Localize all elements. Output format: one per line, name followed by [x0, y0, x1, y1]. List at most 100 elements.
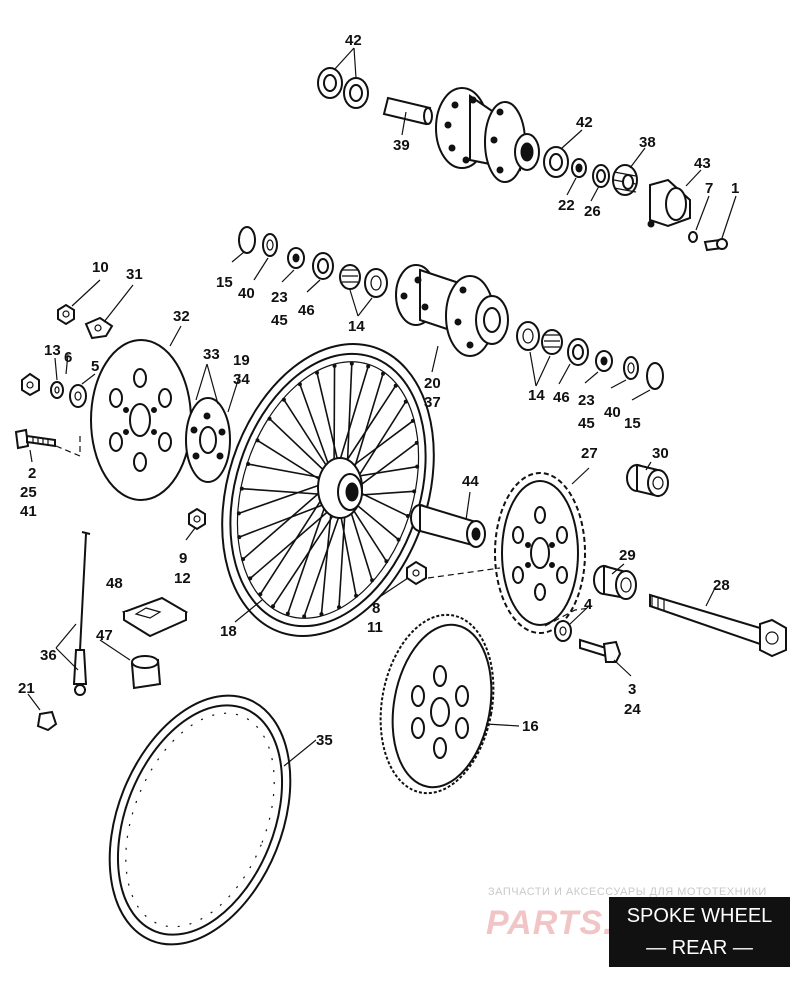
- diagram-title-box: SPOKE WHEEL — REAR —: [609, 897, 790, 967]
- bolt-3: [579, 638, 622, 663]
- callout-23b: 23: [578, 392, 595, 409]
- bearing-42-right: [343, 77, 369, 109]
- washer-7: [688, 231, 698, 243]
- bearing-46-right: [567, 338, 589, 366]
- callout-35: 35: [316, 732, 333, 749]
- callout-13: 13: [44, 342, 61, 359]
- spoke-nipple: [412, 489, 417, 494]
- callout-14b: 14: [528, 387, 545, 404]
- callout-41: 41: [20, 503, 37, 520]
- nut-13: [21, 372, 40, 397]
- valve-cap-21: [36, 710, 58, 732]
- callout-18: 18: [220, 623, 237, 640]
- spoke-nipple: [285, 611, 290, 616]
- spoke-nipple: [236, 511, 241, 516]
- callout-33: 33: [203, 346, 220, 363]
- nut-8: [406, 560, 427, 586]
- callout-15b: 15: [624, 415, 641, 432]
- callout-16: 16: [522, 718, 539, 735]
- callout-24: 24: [624, 701, 641, 718]
- spoke-nipple: [239, 486, 244, 491]
- seal-40-left: [262, 233, 278, 257]
- callout-40b: 40: [604, 404, 621, 421]
- spoke-nipple: [370, 578, 375, 583]
- callout-42a: 42: [345, 32, 362, 49]
- callout-4: 4: [584, 596, 593, 613]
- spoke-wheel-18: [221, 343, 435, 637]
- sprocket-27: [494, 472, 586, 634]
- spoke-nipple: [403, 399, 408, 404]
- callout-8: 8: [372, 600, 380, 617]
- bearing-46-left: [312, 252, 334, 280]
- callout-38: 38: [639, 134, 656, 151]
- spoke-nipple: [380, 371, 385, 376]
- callout-5: 5: [91, 358, 99, 375]
- seal-40-right: [623, 356, 639, 380]
- spacer-39: [382, 96, 433, 126]
- bolt-2: [14, 428, 56, 450]
- spoke-nipple: [405, 513, 410, 518]
- spoke-nipple: [281, 397, 286, 402]
- spoke-nipple: [297, 382, 302, 387]
- hub-20: [395, 264, 509, 357]
- spoke-nipple: [302, 614, 307, 619]
- spoke-nipple: [255, 438, 260, 443]
- callout-40a: 40: [238, 285, 255, 302]
- callout-44: 44: [462, 473, 479, 490]
- callout-30: 30: [652, 445, 669, 462]
- spoke-nipple: [415, 464, 420, 469]
- callout-46b: 46: [553, 389, 570, 406]
- axle-28: [649, 593, 787, 658]
- callout-47: 47: [96, 627, 113, 644]
- callout-1: 1: [731, 180, 739, 197]
- spoke-nipple: [366, 364, 371, 369]
- spoke-nipple: [410, 418, 415, 423]
- rim-strip-48: [121, 596, 189, 638]
- callout-10: 10: [92, 259, 109, 276]
- callout-15a: 15: [216, 274, 233, 291]
- spacer-30: [626, 463, 669, 498]
- seal-26: [592, 164, 610, 188]
- spoke-nipple: [267, 416, 272, 421]
- spoke-nipple: [349, 361, 354, 366]
- spacer-44: [410, 503, 486, 548]
- callout-46a: 46: [298, 302, 315, 319]
- callout-28: 28: [713, 577, 730, 594]
- spoke-nipple: [336, 605, 341, 610]
- bearing-14-right: [516, 321, 563, 355]
- washer-5: [69, 384, 87, 408]
- belt-pulley-16: [379, 613, 495, 795]
- callout-21: 21: [18, 680, 35, 697]
- spoke-nipple: [414, 440, 419, 445]
- upper-hub-group: [317, 67, 728, 252]
- title-line-1: SPOKE WHEEL: [626, 905, 773, 927]
- brake-disc-32: [90, 339, 192, 501]
- axle-group: [406, 463, 787, 663]
- valve-stem-36: [72, 531, 91, 696]
- callout-42b: 42: [576, 114, 593, 131]
- washer-6: [50, 381, 64, 399]
- callout-labels: 42 39 42 38 43 7 1 22 26 10 31 15 40 23 …: [18, 32, 739, 749]
- callout-3: 3: [628, 681, 636, 698]
- left-hardware-group: [14, 303, 231, 732]
- spoke-nipple: [354, 593, 359, 598]
- callout-29: 29: [619, 547, 636, 564]
- callout-39: 39: [393, 137, 410, 154]
- callout-36: 36: [40, 647, 57, 664]
- callout-45a: 45: [271, 312, 288, 329]
- callout-25: 25: [20, 484, 37, 501]
- spacer-29: [593, 564, 637, 600]
- callout-45b: 45: [578, 415, 595, 432]
- callout-11: 11: [367, 619, 383, 636]
- spoke-nipple: [258, 592, 263, 597]
- spacer-22: [571, 158, 587, 178]
- callout-48: 48: [106, 575, 123, 592]
- bearing-42-hub: [543, 146, 569, 178]
- spoke-nipple: [319, 612, 324, 617]
- hub-upper: [435, 87, 540, 183]
- watermark-caption: ЗАПЧАСТИ И АКСЕССУАРЫ ДЛЯ МОТОТЕХНИКИ: [488, 886, 767, 898]
- callout-34: 34: [233, 371, 250, 388]
- spoke-nipple: [248, 576, 253, 581]
- callout-19: 19: [233, 352, 250, 369]
